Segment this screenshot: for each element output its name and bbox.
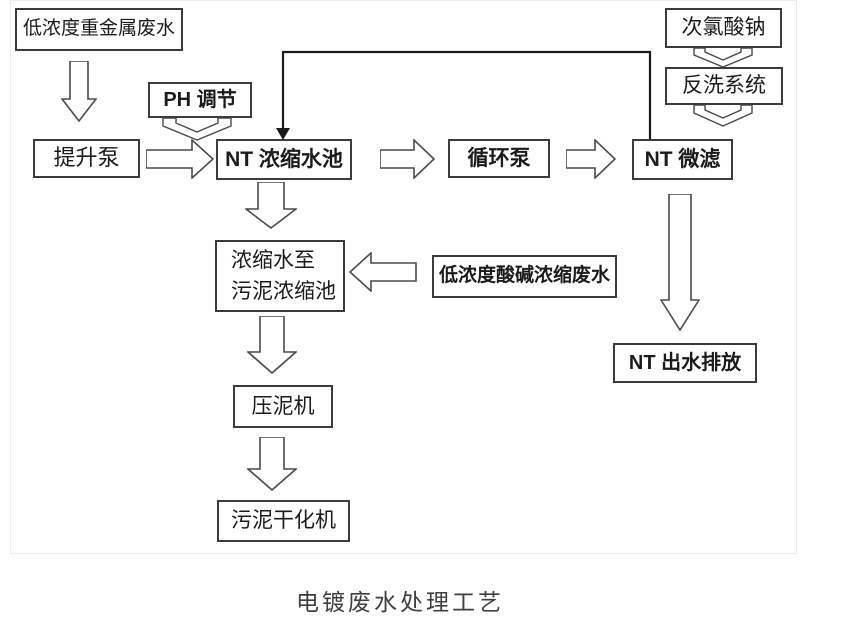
node-sodium-hypochlorite: 次氯酸钠 xyxy=(665,8,782,48)
node-low-concentration-acid-alkali-concentrated-wastewater: 低浓度酸碱浓缩废水 xyxy=(432,255,617,298)
node-sludge-dryer: 污泥干化机 xyxy=(217,500,350,542)
node-nt-concentration-pool: NT 浓缩水池 xyxy=(216,139,352,180)
diagram-caption: 电镀废水处理工艺 xyxy=(296,589,504,615)
chevron-down-ph-to-ntpool-icon xyxy=(160,118,234,141)
arrow-right-liftpump-to-ntpool-icon xyxy=(146,139,214,179)
node-nt-microfiltration: NT 微滤 xyxy=(632,139,733,180)
node-concentrated-water-line2: 污泥浓缩池 xyxy=(231,280,336,303)
node-lift-pump: 提升泵 xyxy=(33,139,140,178)
node-low-concentration-heavy-metal-wastewater: 低浓度重金属废水 xyxy=(15,8,183,51)
arrow-left-acidwaste-to-concwater-icon xyxy=(349,252,417,292)
arrow-down-mudpress-to-dryer-icon xyxy=(247,437,297,491)
arrow-down-concwater-to-mudpress-icon xyxy=(247,316,297,374)
arrow-right-circpump-to-ntmicrofilter-icon xyxy=(566,139,616,179)
node-nt-effluent-discharge: NT 出水排放 xyxy=(613,343,757,383)
chevron-down-naclo-to-backwash-icon xyxy=(691,48,755,68)
node-backwash-system: 反洗系统 xyxy=(665,67,783,105)
chevron-down-backwash-to-ntmicrofilter-icon xyxy=(691,105,755,127)
node-ph-adjustment: PH 调节 xyxy=(148,82,252,118)
arrow-right-ntpool-to-circpump-icon xyxy=(380,139,435,179)
node-concentrated-water-to-sludge-thickening-pool: 浓缩水至 污泥浓缩池 xyxy=(215,240,345,312)
node-concentrated-water-line1: 浓缩水至 xyxy=(231,248,315,272)
node-mud-press: 压泥机 xyxy=(233,385,333,428)
arrow-down-lowmetal-to-liftpump-icon xyxy=(61,61,97,122)
arrow-down-ntmicrofilter-to-outflow-icon xyxy=(660,194,700,331)
node-circulation-pump: 循环泵 xyxy=(448,139,550,178)
arrow-down-ntpool-to-concwater-icon xyxy=(245,182,297,229)
